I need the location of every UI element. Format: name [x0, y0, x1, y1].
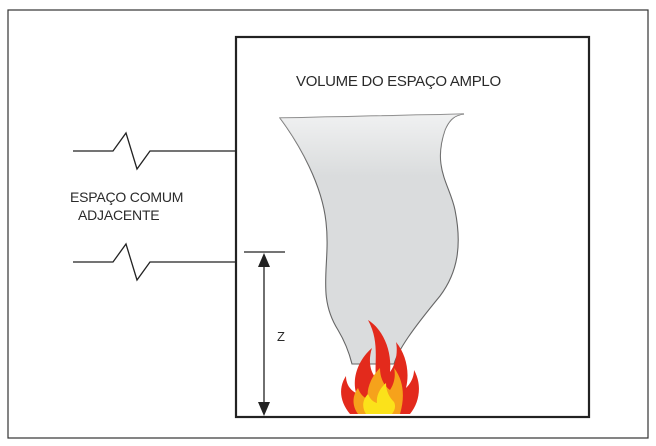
adjacent-space-label-line1: ESPAÇO COMUM	[70, 189, 184, 205]
large-space-volume-label: VOLUME DO ESPAÇO AMPLO	[296, 73, 501, 90]
lower-opening-line	[73, 242, 236, 282]
adjacent-space-label: ESPAÇO COMUM ADJACENTE	[70, 188, 183, 224]
fire-icon	[341, 320, 419, 414]
height-z-label: Z	[277, 329, 285, 344]
adjacent-space-label-line2: ADJACENTE	[78, 207, 160, 223]
outer-border	[7, 9, 649, 439]
large-space-box	[234, 35, 591, 419]
smoke-plume-highlight	[280, 114, 464, 364]
z-arrow-down-icon	[258, 402, 270, 416]
upper-opening-line	[73, 131, 236, 171]
z-arrow-up-icon	[258, 253, 270, 267]
